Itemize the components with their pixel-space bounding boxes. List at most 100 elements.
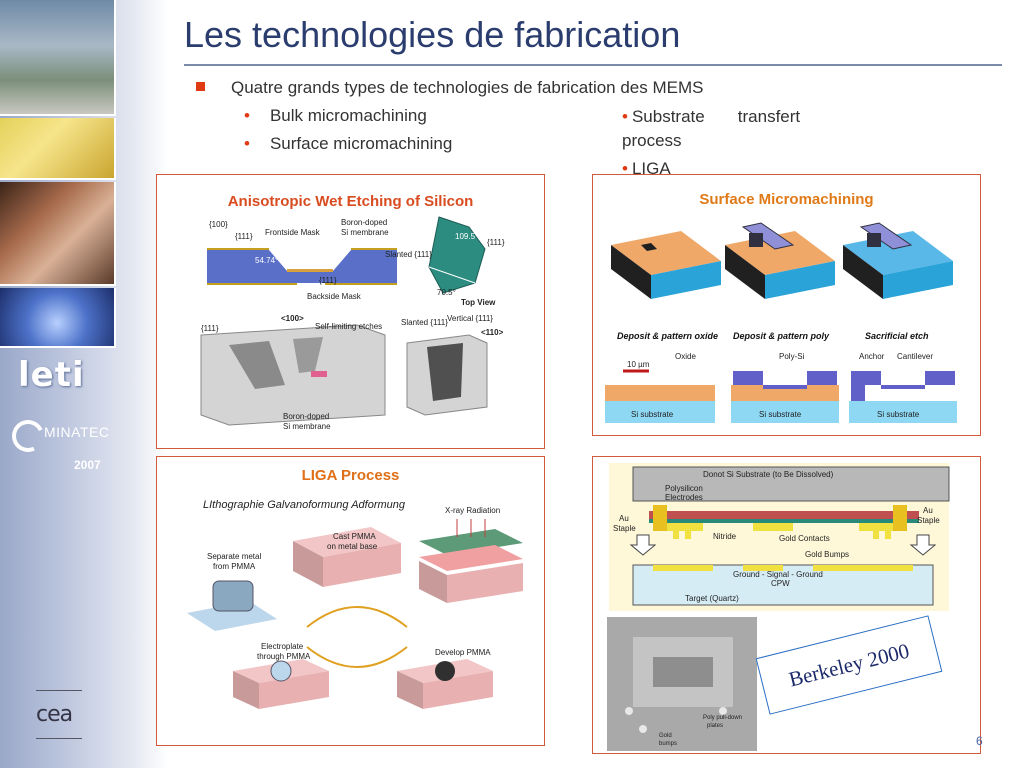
panel-surface-micromachining: Surface Micromachining Deposit & pattern… xyxy=(592,174,981,436)
label-si-membrane-2: Si membrane xyxy=(283,422,331,431)
label-staple-left: Staple xyxy=(613,524,636,533)
label-angle: 54.74° xyxy=(255,256,279,265)
label-si-substrate-2: Si substrate xyxy=(759,410,802,419)
berkeley-badge-text: Berkeley 2000 xyxy=(786,637,912,692)
caption-poly: Deposit & pattern poly xyxy=(733,331,830,341)
sub-bullet-text: Bulk micromachining xyxy=(269,106,427,125)
sub-bullet-surface: • Surface micromachining xyxy=(244,134,452,154)
sub-bullet-liga: •LIGA xyxy=(622,159,671,179)
square-bullet-icon xyxy=(196,82,205,91)
label-100-dir: <100> xyxy=(281,314,304,323)
cleanroom-photo xyxy=(0,118,116,180)
minatec-swirl-icon xyxy=(7,415,49,457)
wafer-photo xyxy=(0,288,116,348)
page-number: 6 xyxy=(976,734,983,748)
label-develop: Develop PMMA xyxy=(435,648,491,657)
label-au-right: Au xyxy=(923,506,933,515)
main-bullet: Quatre grands types de technologies de f… xyxy=(196,78,704,98)
label-donot-substrate: Donot Si Substrate (to Be Dissolved) xyxy=(703,470,834,479)
sub-bullet-text: Substrate transfert xyxy=(631,107,801,126)
panel-title: Anisotropic Wet Etching of Silicon xyxy=(227,193,474,210)
minatec-logo-text: MINATEC xyxy=(44,424,110,440)
label-gold-contacts: Gold Contacts xyxy=(779,534,830,543)
cea-bottom-rule xyxy=(36,738,82,739)
bullet-dot-icon: • xyxy=(244,134,250,153)
label-staple-right: Staple xyxy=(917,516,940,525)
top-view-hexagon xyxy=(428,216,486,294)
label-cpw-1: Ground - Signal - Ground xyxy=(733,570,823,579)
leti-logo: leti xyxy=(18,355,85,395)
label-boron-doped-2: Boron-doped xyxy=(283,412,330,421)
label-angle-109: 109.5° xyxy=(455,232,479,241)
panel-title: Surface Micromachining xyxy=(699,191,874,208)
bullet-dot-icon: • xyxy=(244,106,250,125)
panel-liga: LIGA Process LIthographie Galvanoformung… xyxy=(156,456,545,746)
sub-bullet-text: LIGA xyxy=(631,159,671,178)
surface-micromachining-diagram xyxy=(605,222,957,423)
researcher-photo xyxy=(0,182,116,286)
label-polysilicon: Polysilicon xyxy=(665,484,703,493)
label-backside-mask: Backside Mask xyxy=(307,292,361,301)
label-cast-1: Cast PMMA xyxy=(333,532,376,541)
label-angle-70: 70.5° xyxy=(437,288,456,297)
etch-block-left xyxy=(200,324,386,426)
label-target-quartz: Target (Quartz) xyxy=(685,594,739,603)
label-frontside-mask: Frontside Mask xyxy=(265,228,320,237)
oxide-block-top xyxy=(611,231,721,275)
main-bullet-text: Quatre grands types de technologies de f… xyxy=(231,78,704,97)
panel-wet-etching: Anisotropic Wet Etching of Silicon {100}… xyxy=(156,174,545,449)
sub-bullet-bulk: • Bulk micromachining xyxy=(244,106,427,126)
wet-etch-diagram xyxy=(200,216,488,426)
label-separate-1: Separate metal xyxy=(207,552,262,561)
title-underline xyxy=(184,64,1002,66)
label-111: {111} xyxy=(235,232,253,241)
label-cantilever: Cantilever xyxy=(897,352,934,361)
label-cast-2: on metal base xyxy=(327,542,378,551)
label-anchor: Anchor xyxy=(859,352,885,361)
label-slanted: Slanted {111} xyxy=(385,250,432,259)
label-si-substrate-1: Si substrate xyxy=(631,410,674,419)
label-electroplate-1: Electroplate xyxy=(261,642,304,651)
label-xray: X-ray Radiation xyxy=(445,506,501,515)
label-electrodes: Electrodes xyxy=(665,493,703,502)
panel-substrate-transfer: Donot Si Substrate (to Be Dissolved) Pol… xyxy=(592,456,981,754)
label-sem-bumps: bumps xyxy=(659,741,678,747)
liga-diagram xyxy=(187,519,523,709)
label-sem-poly: Poly pull-down xyxy=(703,715,743,721)
bullet-dot-icon: • xyxy=(622,107,628,126)
label-si-membrane: Si membrane xyxy=(341,228,389,237)
sub-bullet-text: Surface micromachining xyxy=(269,134,453,153)
label-self-limiting: Self-limiting etches xyxy=(315,322,383,331)
label-100: {100} xyxy=(209,220,228,229)
sidebar-decoration: leti MINATEC 2007 cea xyxy=(0,0,168,768)
campus-photo xyxy=(0,0,116,116)
cea-logo: cea xyxy=(36,702,73,727)
label-sem-plates: plates xyxy=(707,723,724,729)
label-boron-doped: Boron-doped xyxy=(341,218,388,227)
slide-title: Les technologies de fabrication xyxy=(184,14,681,55)
label-111-hex: {111} xyxy=(487,238,505,247)
label-111-bottom: {111} xyxy=(319,276,337,285)
label-slanted-2: Slanted {111} xyxy=(401,318,448,327)
label-oxide: Oxide xyxy=(675,352,696,361)
panel-title: LIGA Process xyxy=(301,467,400,484)
label-sem-gold: Gold xyxy=(659,733,672,739)
year-label: 2007 xyxy=(74,458,101,472)
label-si-substrate-3: Si substrate xyxy=(877,410,920,419)
substrate-transfer-diagram xyxy=(607,463,950,751)
label-separate-2: from PMMA xyxy=(213,562,256,571)
sub-bullet-substrate: •Substrate transfert xyxy=(622,107,800,127)
cea-top-rule xyxy=(36,690,82,691)
silicon-cross-section xyxy=(207,250,397,283)
label-vertical: Vertical {111} xyxy=(447,314,493,323)
label-gold-bumps: Gold Bumps xyxy=(805,550,850,559)
label-electroplate-2: through PMMA xyxy=(257,652,311,661)
label-poly-si: Poly-Si xyxy=(779,352,805,361)
caption-sacrificial: Sacrificial etch xyxy=(865,331,929,341)
label-top-view: Top View xyxy=(461,298,496,307)
liga-subtitle: LIthographie Galvanoformung Adformung xyxy=(203,499,405,511)
caption-oxide: Deposit & pattern oxide xyxy=(617,331,719,341)
label-au-left: Au xyxy=(619,514,629,523)
label-scale: 10 µm xyxy=(627,360,650,369)
label-cpw-2: CPW xyxy=(771,579,790,588)
